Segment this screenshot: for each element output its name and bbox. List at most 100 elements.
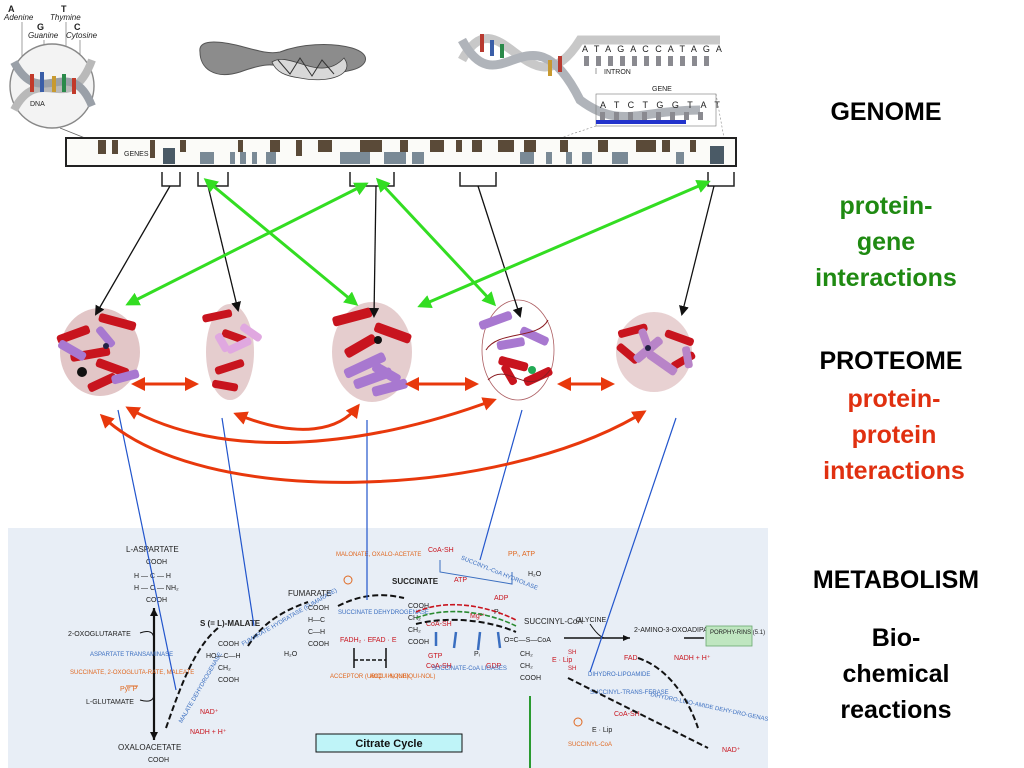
metabolism-heading: METABOLISM xyxy=(812,566,980,594)
svg-text:CH₂: CH₂ xyxy=(408,615,421,622)
succinyl-coa: SUCCINYL-CoA xyxy=(524,617,583,626)
acceptor-h2: ACC · H₂ (UBIQUI-NOL) xyxy=(370,674,435,680)
nad-left: NAD⁺ xyxy=(200,709,219,716)
oxoglutarate: 2-OXOGLUTARATE xyxy=(68,631,131,638)
succinate-dehydrogenase: SUCCINATE DEHYDROGENASE xyxy=(338,610,429,616)
protein-5 xyxy=(616,312,696,392)
biochemical-reactions-label: Bio- chemical reactions xyxy=(796,620,996,728)
l-aspartate: L-ASPARTATE xyxy=(126,545,179,554)
succinyl-transferase: SUCCINYL-TRANS-FERASE xyxy=(590,690,669,696)
coa-sh-mid: CoA-SH xyxy=(426,621,452,628)
proteome-heading: PROTEOME xyxy=(819,347,963,375)
fad: FAD xyxy=(624,655,638,662)
coa-sh-bottom: CoA-SH xyxy=(426,663,452,670)
dna-helix-gene: A T A G A C C A T A G A INTRON GENE A T … xyxy=(458,33,725,139)
protein-gene-arrows xyxy=(125,177,711,309)
inhibitor-list: SUCCINATE, 2-OXOGLUTA-RATE, MALEATE xyxy=(70,670,194,676)
svg-text:O=C—S—CoA: O=C—S—CoA xyxy=(504,637,551,644)
protein-protein-arrows xyxy=(99,377,647,484)
oxaloacetate: OXALOACETATE xyxy=(118,743,181,752)
protein-1 xyxy=(56,308,140,396)
fadh2-e: FADH₂ · E xyxy=(340,637,373,644)
glycine: GLYCINE xyxy=(576,617,607,624)
gene-protein-arrows xyxy=(94,185,715,318)
gtp: GTP xyxy=(428,653,443,660)
citrate-cycle-title: Citrate Cycle xyxy=(355,738,422,750)
fumarate: FUMARATE xyxy=(288,589,331,598)
genome-bar: GENES xyxy=(65,137,737,167)
bc-line-1: Bio- xyxy=(871,624,921,652)
dna-magnifier: DNA xyxy=(9,43,96,129)
svg-text:COOH: COOH xyxy=(308,641,329,648)
amino-oxoadipate: 2-AMINO-3-OXOADIPATE xyxy=(634,627,717,634)
guanine-label: Guanine xyxy=(28,31,59,40)
svg-text:H — C — NH₂: H — C — NH₂ xyxy=(134,585,179,592)
thymine-label: Thymine xyxy=(50,13,81,22)
base-g-letter: G xyxy=(37,22,44,32)
svg-text:COOH: COOH xyxy=(148,757,169,764)
svg-text:CH₂: CH₂ xyxy=(408,627,421,634)
gene-label: GENE xyxy=(652,86,672,93)
succinate-coa-ligases: SUCCINATE-CoA LIGASES xyxy=(432,666,507,672)
pi-top: Pᵢ xyxy=(494,609,500,616)
l-glutamate: L-GLUTAMATE xyxy=(86,699,134,706)
pg-line-1: protein- xyxy=(839,192,933,220)
svg-text:COOH: COOH xyxy=(520,675,541,682)
e-lip-top: E · Lip xyxy=(552,657,572,664)
pg-line-2: gene xyxy=(856,228,916,256)
pp-line-3: interactions xyxy=(823,457,965,485)
ppi-atp: PPᵢ, ATP xyxy=(508,551,535,558)
svg-text:CH₂: CH₂ xyxy=(520,663,533,670)
genome-heading: GENOME xyxy=(830,98,942,126)
e-lip-bottom: E · Lip xyxy=(592,727,612,734)
aspartate-cooh: COOH xyxy=(146,559,167,566)
coa-sh-top: CoA-SH xyxy=(428,547,454,554)
protein-2 xyxy=(202,304,262,400)
protein-gene-interactions-label: protein- gene interactions xyxy=(786,188,986,296)
coa-sh-right: CoA-SH xyxy=(614,711,640,718)
porphyrins: PORPHY-RINS (5.1) xyxy=(710,630,765,636)
nad-right: NAD⁺ xyxy=(722,747,741,754)
protein-4 xyxy=(478,299,555,401)
gdp: GDP xyxy=(486,663,502,670)
pg-line-3: interactions xyxy=(815,264,957,292)
sequence-bottom: A T C T G G T A T xyxy=(600,100,723,110)
aspartate-transaminase: ASPARTATE TRANSAMINASE xyxy=(90,652,173,658)
adp: ADP xyxy=(494,595,509,602)
fad-e: FAD · E xyxy=(372,637,397,644)
svg-text:COOH: COOH xyxy=(218,641,239,648)
cytosine-label: Cytosine xyxy=(66,31,98,40)
svg-text:COOH: COOH xyxy=(218,677,239,684)
sequence-top: A T A G A C C A T A G A xyxy=(582,44,724,54)
pp-line-1: protein- xyxy=(847,385,941,413)
h2o-right: H₂O xyxy=(528,571,542,578)
svg-text:COOH: COOH xyxy=(408,603,429,610)
atp: ATP xyxy=(454,577,467,584)
svg-text:H—C: H—C xyxy=(308,617,325,624)
svg-text:COOH: COOH xyxy=(146,597,167,604)
dna-label: DNA xyxy=(30,101,45,108)
succinyl-coa-short: SUCCINYL-CoA xyxy=(568,742,612,748)
adenine-label: Adenine xyxy=(3,13,34,22)
genes-label: GENES xyxy=(124,151,149,158)
protein-3 xyxy=(332,302,412,402)
h2o-left: H₂O xyxy=(284,651,298,658)
pi-bottom: Pᵢ xyxy=(474,651,480,658)
genome-panel: A Adenine T Thymine G Guanine C Cytosine… xyxy=(3,4,737,187)
malonate-inhibitor: MALONATE, OXALO-ACETATE xyxy=(336,552,421,558)
svg-text:C—H: C—H xyxy=(308,629,325,636)
nadh-left: NADH + H⁺ xyxy=(190,729,227,736)
chromosome xyxy=(199,41,366,81)
pyr-p: Pyr P xyxy=(120,686,137,693)
nadh-right: NADH + H⁺ xyxy=(674,655,711,662)
pp-line-2: protein xyxy=(851,421,937,449)
proteome-row xyxy=(56,299,696,402)
acceptor: ACCEPTOR (UBIQUI-NONE) xyxy=(330,674,409,680)
svg-text:COOH: COOH xyxy=(308,605,329,612)
sh-2: SH xyxy=(568,666,576,672)
protein-protein-interactions-label: protein- protein interactions xyxy=(786,381,1002,489)
base-c-letter: C xyxy=(74,22,81,32)
s-malate: S (= L)-MALATE xyxy=(200,619,261,628)
bc-line-2: chemical xyxy=(842,660,950,688)
